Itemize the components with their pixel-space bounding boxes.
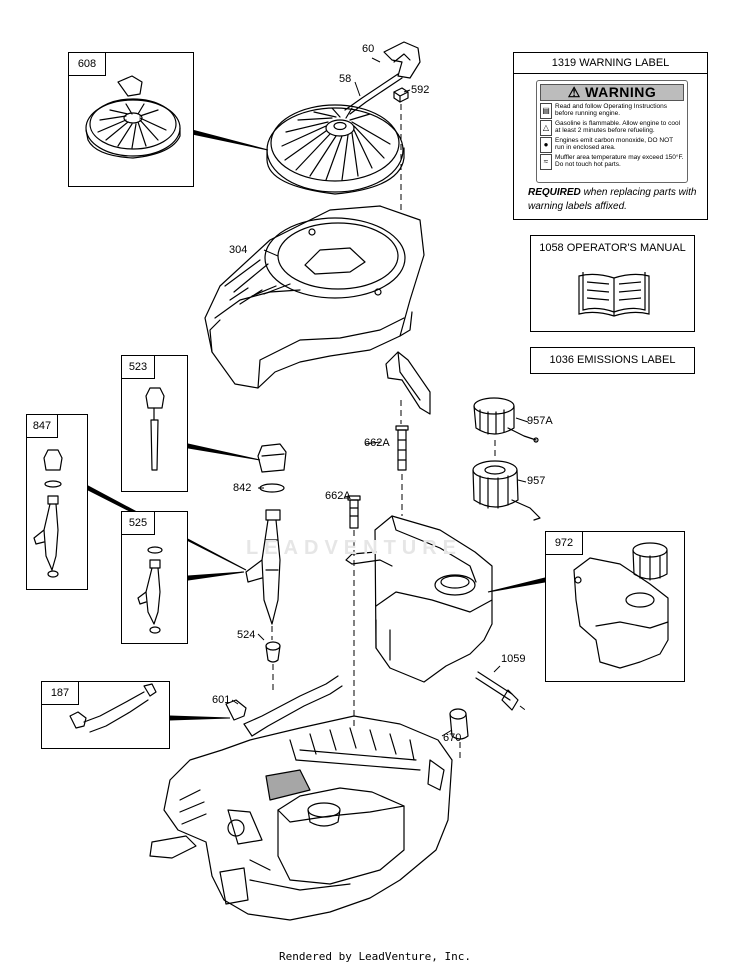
hot-surface-icon: ≈ — [540, 154, 552, 170]
inset-number-608: 608 — [68, 52, 106, 76]
inset-box-608: 608 — [68, 52, 194, 187]
watermark: LEADVENTURE — [246, 537, 463, 559]
required-note: REQUIRED when replacing parts with warni… — [528, 186, 703, 214]
callout-592: 592 — [411, 84, 429, 96]
operators-manual-title: 1058 OPERATOR'S MANUAL — [539, 242, 686, 254]
flame-icon: △ — [540, 120, 552, 136]
callout-601: 601 — [212, 694, 230, 706]
callout-957a: 957A — [527, 415, 553, 427]
inset-box-972: 972 — [545, 531, 685, 682]
inset-box-847: 847 — [26, 414, 88, 590]
callout-957: 957 — [527, 475, 545, 487]
callout-1059: 1059 — [501, 653, 525, 665]
starter-handle-part — [344, 41, 421, 115]
decal-row-co: ● Engines emit carbon monoxide, DO NOT r… — [540, 137, 684, 153]
warning-label-title: 1319 WARNING LABEL — [514, 53, 707, 74]
callout-662a-lower: 662A — [325, 490, 351, 502]
inset-number-847: 847 — [26, 414, 58, 438]
inset-number-525: 525 — [121, 511, 155, 535]
decal-row-hot: ≈ Muffler area temperature may exceed 15… — [540, 154, 684, 170]
inset-box-523: 523 — [121, 355, 188, 492]
required-note-bold: REQUIRED — [528, 187, 581, 198]
warning-triangle-icon: ⚠ — [567, 84, 581, 100]
fuel-cap-957-part — [472, 460, 541, 521]
book-icon: ▤ — [540, 103, 552, 119]
callout-60: 60 — [362, 43, 374, 55]
decal-line-1: Read and follow Operating Instructions b… — [555, 103, 668, 117]
open-book-icon — [578, 272, 650, 317]
callout-842: 842 — [233, 482, 251, 494]
decal-line-2: Gasoline is flammable. Allow engine to c… — [555, 120, 681, 134]
emissions-label-box: 1036 EMISSIONS LABEL — [530, 347, 695, 374]
rewind-starter-part — [266, 104, 405, 195]
callout-58: 58 — [339, 73, 351, 85]
bolt-1059-part — [475, 671, 519, 711]
decal-row-fuel: △ Gasoline is flammable. Allow engine to… — [540, 120, 684, 136]
warning-decal: ⚠ WARNING ▤ Read and follow Operating In… — [536, 80, 688, 183]
stud-662a-upper-part — [395, 425, 409, 471]
person-icon: ● — [540, 137, 552, 153]
breather-hose-601-part — [225, 675, 343, 737]
inset-box-525: 525 — [121, 511, 188, 644]
bracket-part — [385, 351, 431, 415]
warning-decal-heading-text: WARNING — [585, 84, 657, 100]
decal-row-manual: ▤ Read and follow Operating Instructions… — [540, 103, 684, 119]
emissions-label-title: 1036 EMISSIONS LABEL — [549, 354, 676, 366]
required-note-rest: when replacing parts with warning labels… — [528, 187, 697, 212]
callout-670: 670 — [443, 732, 461, 744]
fuel-tank-part — [345, 515, 493, 683]
spacer-670-part — [449, 708, 469, 740]
footer-credit: Rendered by LeadVenture, Inc. — [278, 950, 472, 963]
decal-line-3: Engines emit carbon monoxide, DO NOT run… — [555, 137, 674, 151]
warning-label-box: 1319 WARNING LABEL ⚠ WARNING ▤ Read and … — [513, 52, 708, 220]
engine-block-part — [149, 715, 453, 921]
stud-662a-lower-part — [347, 495, 361, 529]
fuel-cap-957a-part — [473, 397, 539, 443]
inset-box-187: 187 — [41, 681, 170, 749]
blower-housing-part — [204, 205, 425, 389]
warning-decal-heading: ⚠ WARNING — [540, 84, 684, 101]
operators-manual-box: 1058 OPERATOR'S MANUAL — [530, 235, 695, 332]
nut-592-part — [393, 87, 409, 103]
decal-line-4: Muffler area temperature may exceed 150°… — [555, 154, 684, 168]
inset-number-187: 187 — [41, 681, 79, 705]
inset-number-972: 972 — [545, 531, 583, 555]
callout-524: 524 — [237, 629, 255, 641]
callout-304: 304 — [229, 244, 247, 256]
callout-662a-upper: 662A — [364, 437, 390, 449]
inset-number-523: 523 — [121, 355, 155, 379]
